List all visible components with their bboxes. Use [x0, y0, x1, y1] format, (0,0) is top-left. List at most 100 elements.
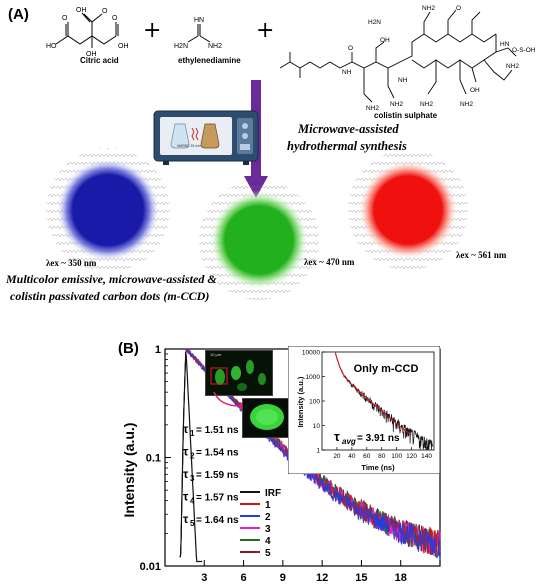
inset-y-label: Intensity (a.u.) [296, 376, 305, 427]
x-tick-label: 18 [395, 572, 407, 584]
synthesis-text-line2: hydrothermal synthesis [287, 139, 407, 153]
cell-scale-text: 10 μm [210, 352, 222, 357]
panel-a-label: (A) [8, 6, 29, 23]
o-text-2: O [102, 8, 108, 15]
tau-value: = 1.64 ns [196, 515, 239, 526]
nh-text-1: NH [342, 69, 352, 76]
nh2-text-5: NH2 [506, 63, 519, 70]
inset-x-label: Time (ns) [361, 463, 395, 472]
tau-symbol: τ [183, 512, 189, 526]
inset-x-tick-label: 100 [391, 453, 402, 460]
tau-value: = 1.51 ns [196, 425, 239, 436]
inset-title: Only m-CCD [354, 363, 419, 375]
colistin-label: colistin sulphate [374, 111, 438, 120]
inset-fit-line [334, 352, 412, 436]
tau-subscript: 1 [190, 429, 195, 438]
caption-line2: colistin passivated carbon dots (m-CCD) [10, 289, 210, 303]
ethylenediamine-label: ethylenediamine [178, 56, 241, 65]
hn-text: HN [194, 17, 204, 24]
blue-carbon-dot [56, 158, 160, 262]
y-tick-label: 1 [155, 344, 161, 356]
microwave-illustration: NMR8C 25 min [153, 110, 259, 165]
microwave-screen-text: NMR8C 25 min [177, 144, 201, 148]
x-tick-label: 9 [280, 572, 286, 584]
plus-sign-1: + [143, 18, 162, 43]
nh2-text-3: H2N [368, 19, 381, 26]
nhnh-text: NH [398, 77, 408, 84]
inset-decay-chart: Only m-CCD Intensity (a.u.) Time (ns) 10… [288, 346, 440, 474]
y-ticks: 1 0.1 0.01 [140, 344, 171, 573]
y-tick-label: 0.01 [140, 561, 161, 573]
red-carbon-dot [358, 160, 458, 260]
tau-value: = 1.54 ns [196, 448, 239, 459]
inset-decay-data [335, 352, 433, 450]
tau-symbol: τ [183, 445, 189, 459]
inset-tau-avg-value: = 3.91 ns [357, 433, 400, 444]
nh2-text-6: NH2 [420, 101, 433, 108]
caption-line1: Multicolor emissive, microwave-assisted … [6, 272, 217, 286]
inset-x-tick-label: 60 [363, 453, 371, 460]
legend-label-3: 3 [265, 524, 271, 535]
x-tick-label: 12 [316, 572, 328, 584]
inset-tau-avg-sub: avg [342, 437, 356, 446]
inset-x-tick-label: 20 [333, 453, 341, 460]
synthesis-text-line1: Microwave-assisted [298, 122, 399, 136]
o-text-5: O [456, 5, 461, 12]
nh2-text-1: NH2 [366, 105, 379, 112]
green-carbon-dot [209, 190, 309, 290]
y-tick-label: 0.1 [146, 453, 161, 465]
legend-label-4: 4 [265, 536, 271, 547]
cell-zoom-image [242, 398, 292, 438]
inset-y-tick-label: 1000 [306, 374, 321, 381]
lambda-label-blue: λex ~ 350 nm [46, 258, 97, 268]
hn-text-2: HN [500, 41, 510, 48]
inset-x-tick-label: 80 [378, 453, 386, 460]
y-axis-label: Intensity (a.u.) [121, 423, 137, 518]
inset-series [334, 352, 433, 450]
tau-subscript: 2 [190, 452, 195, 461]
oh-text-1: OH [76, 7, 87, 14]
legend-label-5: 5 [265, 548, 271, 559]
nh2-text-7: NH2 [460, 101, 473, 108]
tau-value: = 1.59 ns [196, 470, 239, 481]
oh-text-5: OH [470, 87, 480, 94]
colistin-structure: NH O OH NH2 NH2 H2N NH2 O HN O-S-OH NH2 … [280, 5, 536, 112]
tau-value: = 1.57 ns [196, 493, 239, 504]
o-text-3: O [112, 15, 118, 22]
legend-label-IRF: IRF [265, 488, 281, 499]
oh-text-4: OH [380, 37, 390, 44]
x-tick-label: 15 [355, 572, 367, 584]
tau-subscript: 3 [190, 474, 195, 483]
panel-b-label: (B) [118, 340, 139, 357]
o-text-1: O [62, 15, 68, 22]
nh2-text-4: NH2 [422, 5, 435, 12]
tau-symbol: τ [183, 490, 189, 504]
oh-text-3: OH [118, 43, 129, 50]
inset-x-tick-label: 140 [421, 453, 432, 460]
ethylenediamine-structure: HN H2N NH2 [174, 17, 222, 50]
inset-frame [288, 346, 440, 474]
inset-y-tick-label: 10 [313, 423, 321, 430]
legend-label-1: 1 [265, 500, 271, 511]
cell-image: 10 μm [205, 350, 273, 396]
inset-y-tick-label: 10000 [302, 350, 320, 357]
nh2-text: NH2 [208, 43, 222, 50]
series-line-IRF [179, 352, 203, 563]
h2n-text: H2N [174, 43, 188, 50]
nh2-text-2: NH2 [390, 101, 403, 108]
tau-subscript: 5 [190, 519, 195, 528]
lambda-label-green: λex ~ 470 nm [304, 257, 355, 267]
carbon-dots-illustration [46, 148, 468, 300]
plus-sign-2: + [256, 18, 275, 43]
inset-y-tick-label: 1 [316, 448, 320, 455]
citric-acid-structure: HO O OH O OH O OH [46, 7, 129, 58]
x-tick-label: 3 [201, 572, 207, 584]
